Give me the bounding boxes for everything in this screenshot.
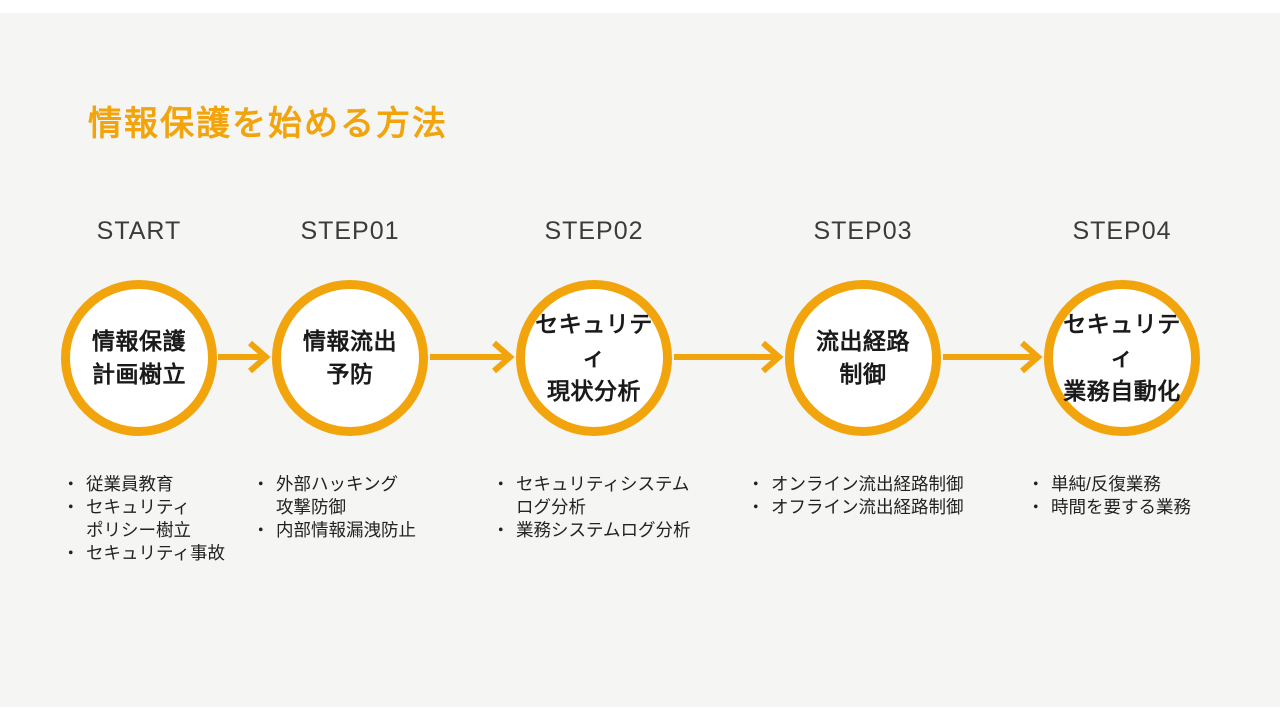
list-item: ・ 従業員教育 <box>62 473 225 496</box>
list-item: ・ 業務システムログ分析 <box>492 519 690 542</box>
list-item: ・ 外部ハッキング 攻撃防御 <box>252 473 416 519</box>
bullet-text: セキュリティ ポリシー樹立 <box>86 497 191 540</box>
bullet-dot: ・ <box>492 474 510 494</box>
list-item: ・ オフライン流出経路制御 <box>747 496 964 519</box>
bullet-list-step03: ・ オンライン流出経路制御 ・ オフライン流出経路制御 <box>747 473 964 519</box>
list-item: ・ セキュリティ事故 <box>62 542 225 565</box>
list-item: ・ オンライン流出経路制御 <box>747 473 964 496</box>
slide-background: 情報保護を始める方法 START STEP01 STEP02 STEP03 ST… <box>0 13 1280 707</box>
step-circle-text: セキュリティ 業務自動化 <box>1063 310 1181 404</box>
list-item: ・ 時間を要する業務 <box>1027 496 1191 519</box>
bullet-text: オンライン流出経路制御 <box>771 474 964 494</box>
step-label-step03: STEP03 <box>813 217 913 245</box>
list-item: ・ 内部情報漏洩防止 <box>252 519 416 542</box>
bullet-dot: ・ <box>252 520 270 540</box>
flow-arrow-icon <box>218 340 271 374</box>
bullet-text: 外部ハッキング 攻撃防御 <box>276 474 398 517</box>
step-label-step04: STEP04 <box>1072 217 1172 245</box>
bullet-dot: ・ <box>252 474 270 494</box>
list-item: ・ 単純/反復業務 <box>1027 473 1191 496</box>
step-circle-step03: 流出経路 制御 <box>785 280 941 436</box>
bullet-list-step02: ・ セキュリティシステム ログ分析 ・ 業務システムログ分析 <box>492 473 690 542</box>
bullet-text: 従業員教育 <box>86 474 174 494</box>
bullet-text: セキュリティシステム ログ分析 <box>516 474 690 517</box>
bullet-text: オフライン流出経路制御 <box>771 497 964 517</box>
bullet-text: セキュリティ事故 <box>86 543 225 563</box>
flow-arrow-icon <box>674 340 784 374</box>
bullet-dot: ・ <box>1027 474 1045 494</box>
step-circle-step04: セキュリティ 業務自動化 <box>1044 280 1200 436</box>
bullet-list-start: ・ 従業員教育 ・ セキュリティ ポリシー樹立 ・ セキュリティ事故 <box>62 473 225 565</box>
bullet-text: 内部情報漏洩防止 <box>276 520 416 540</box>
bullet-dot: ・ <box>62 474 80 494</box>
bullet-text: 業務システムログ分析 <box>516 520 691 540</box>
step-circle-text: 流出経路 制御 <box>816 327 910 387</box>
step-label-start: START <box>96 217 182 245</box>
bullet-dot: ・ <box>492 520 510 540</box>
bullet-dot: ・ <box>62 543 80 563</box>
bullet-dot: ・ <box>747 497 765 517</box>
step-circle-start: 情報保護 計画樹立 <box>61 280 217 436</box>
flow-arrow-icon <box>943 340 1043 374</box>
list-item: ・ セキュリティ ポリシー樹立 <box>62 496 225 542</box>
bullet-text: 単純/反復業務 <box>1051 474 1161 494</box>
bullet-list-step01: ・ 外部ハッキング 攻撃防御 ・ 内部情報漏洩防止 <box>252 473 416 542</box>
step-circle-step01: 情報流出 予防 <box>272 280 428 436</box>
flow-arrow-icon <box>430 340 515 374</box>
step-label-step02: STEP02 <box>544 217 644 245</box>
bullet-dot: ・ <box>1027 497 1045 517</box>
bullet-dot: ・ <box>62 497 80 517</box>
step-circle-text: セキュリティ 現状分析 <box>535 310 653 404</box>
bullet-list-step04: ・ 単純/反復業務 ・ 時間を要する業務 <box>1027 473 1191 519</box>
page-title: 情報保護を始める方法 <box>88 105 448 143</box>
step-circle-step02: セキュリティ 現状分析 <box>516 280 672 436</box>
list-item: ・ セキュリティシステム ログ分析 <box>492 473 690 519</box>
bullet-dot: ・ <box>747 474 765 494</box>
step-circle-text: 情報保護 計画樹立 <box>92 327 186 387</box>
bullet-text: 時間を要する業務 <box>1051 497 1191 517</box>
step-circle-text: 情報流出 予防 <box>303 327 397 387</box>
step-label-step01: STEP01 <box>300 217 400 245</box>
